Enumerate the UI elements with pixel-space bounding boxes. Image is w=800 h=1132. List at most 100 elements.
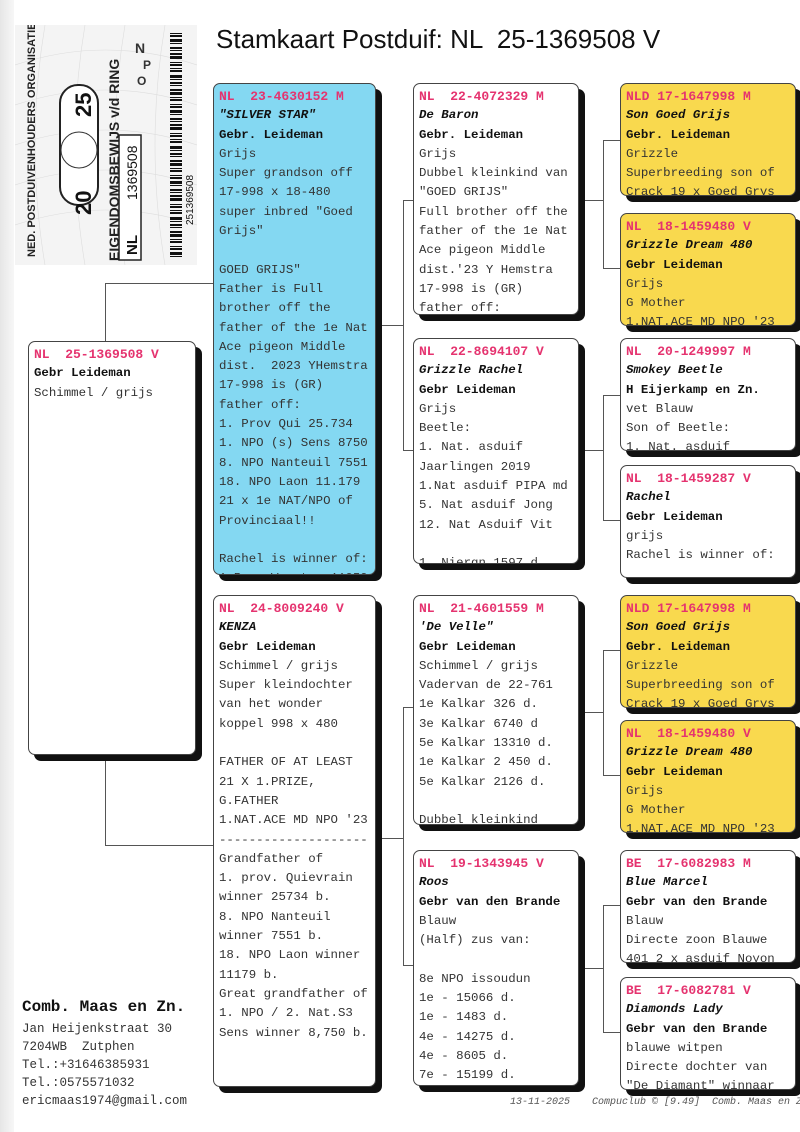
description-line: Super grandson off: [219, 166, 353, 181]
pedigree-connector: [603, 140, 620, 141]
svg-text:O: O: [137, 74, 146, 88]
description-line: G Mother: [626, 296, 686, 311]
ring-number: NL 20-1249997 M: [626, 344, 751, 359]
pedigree-connector: [403, 450, 413, 451]
pedigree-connector: [603, 775, 620, 776]
description-line: Provinciaal!!: [219, 513, 316, 528]
pedigree-connector: [603, 520, 620, 521]
owner-street: Jan Heijenkstraat 30: [22, 1022, 173, 1036]
page-title: Stamkaart Postduif: NL 25-1369508 V: [216, 24, 661, 54]
pedigree-connector: [603, 905, 620, 906]
ring-number: NL 18-1459480 V: [626, 726, 751, 741]
ring-number: NL 25-1369508 V: [34, 347, 159, 362]
description-line: van het wonder: [219, 697, 324, 712]
description-line: Super kleindochter: [219, 678, 353, 693]
description-line: Grijs: [626, 783, 664, 798]
description-line: Full brother off the: [419, 204, 568, 219]
description-line: Rachel is winner of:: [219, 552, 368, 567]
description-line: father of the 1e Nat: [419, 224, 568, 239]
description-line: 7e - 15199 d.: [419, 1068, 516, 1083]
ring-ownership-card: NED. POSTDUIVENHOUDERS ORGANISATIE 20 25…: [15, 25, 197, 265]
description-line: 1e - 1483 d.: [419, 1010, 509, 1025]
description-line: Grijs: [419, 146, 457, 161]
pigeon-name: Grizzle Rachel: [419, 363, 524, 378]
description-line: 3e Kalkar 6740 d: [419, 716, 538, 731]
description-line: Beetle:: [419, 421, 472, 436]
description-line: Crack 19 x Goed Grys: [626, 185, 775, 196]
description-line: [219, 531, 370, 550]
pigeon-name: KENZA: [219, 620, 257, 635]
description-line: dist.'23 Y Hemstra: [419, 262, 553, 277]
description-line: [219, 241, 370, 260]
description-line: Jaarlingen 2019: [419, 459, 531, 474]
description-line: 12. Nat Asduif Vit: [419, 517, 553, 532]
description-line: brother off the: [219, 301, 331, 316]
breeder-name: Gebr Leideman: [626, 257, 723, 272]
description-line: 5e Kalkar 13310 d.: [419, 736, 553, 751]
description-line: 1. Prov Qui 25.734: [219, 417, 353, 432]
description-line: [219, 734, 370, 753]
footer-date: 13-11-2025: [510, 1097, 571, 1108]
pedigree-connector: [584, 450, 603, 451]
pedigree-connector: [584, 712, 603, 713]
pedigree-connector: [403, 200, 413, 201]
pigeon-name: Diamonds Lady: [626, 1002, 723, 1017]
description-line: super inbred "Goed: [219, 204, 353, 219]
description-line: 1.NAT.ACE MD NPO '23: [626, 315, 775, 326]
breeder-name: Gebr Leideman: [219, 639, 316, 654]
pedigree-connector: [403, 965, 413, 966]
description-line: 1.NAT.ACE MD NPO '23: [626, 822, 775, 833]
description-line: --------------------: [219, 832, 368, 847]
description-line: blauwe witpen: [626, 1040, 723, 1055]
pedigree-connector: [603, 905, 604, 1032]
svg-text:251369508: 251369508: [185, 175, 196, 225]
description-line: 11179 b.: [219, 967, 279, 982]
pigeon-name: Rachel: [626, 490, 671, 505]
breeder-name: Gebr van den Brande: [626, 1021, 768, 1036]
owner-address-block: Comb. Maas en Zn. Jan Heijenkstraat 30 7…: [22, 998, 187, 1110]
pigeon-name: Grizzle Dream 480: [626, 238, 753, 253]
description-line: G.FATHER: [219, 793, 279, 808]
ring-number: NL 19-1343945 V: [419, 856, 544, 871]
description-line: Grijs: [626, 276, 664, 291]
ring-number: NL 24-8009240 V: [219, 601, 344, 616]
ring-number: NL 23-4630152 M: [219, 89, 344, 104]
breeder-name: Gebr Leideman: [626, 509, 723, 524]
description-line: 5. Nat asduif Jong: [419, 498, 553, 513]
owner-phone-mobile: Tel.:+31646385931: [22, 1058, 150, 1072]
owner-email: ericmaas1974@gmail.com: [22, 1094, 188, 1108]
description-line: dist. 2023 YHemstra: [219, 359, 368, 374]
description-line: FATHER OF AT LEAST: [219, 755, 353, 770]
description-line: Schimmel / grijs: [34, 385, 153, 400]
pedigree-connector: [603, 650, 604, 775]
svg-text:1369508: 1369508: [124, 145, 140, 200]
pedigree-connector: [105, 283, 106, 341]
description-line: 1. Nat. asduif: [419, 440, 524, 455]
description-line: koppel 998 x 480: [219, 716, 338, 731]
description-line: 1e - 15066 d.: [419, 991, 516, 1006]
pedigree-connector: [584, 968, 603, 969]
pedigree-connector: [380, 838, 403, 839]
description-line: 5e Kalkar 2126 d.: [419, 774, 546, 789]
ring-number: NL 22-8694107 V: [419, 344, 544, 359]
pedigree-connector: [584, 200, 603, 201]
description-line: 1e Kalkar 326 d.: [419, 697, 538, 712]
description-line: Vadervan de 22-761: [419, 678, 553, 693]
footer-credit: Compuclub © [9.49] Comb. Maas en Zn.: [592, 1097, 800, 1108]
svg-text:20: 20: [71, 191, 96, 215]
description-line: father off:: [219, 397, 301, 412]
description-line: Dubbel kleinkind: [419, 813, 538, 825]
description-line: (Half) zus van:: [419, 933, 531, 948]
description-line: Sens winner 8,750 b.: [219, 1025, 368, 1040]
owner-city: 7204WB Zutphen: [22, 1040, 135, 1054]
pedigree-connector: [380, 325, 403, 326]
breeder-name: H Eijerkamp en Zn.: [626, 382, 760, 397]
breeder-name: Gebr. Leideman: [626, 639, 731, 654]
